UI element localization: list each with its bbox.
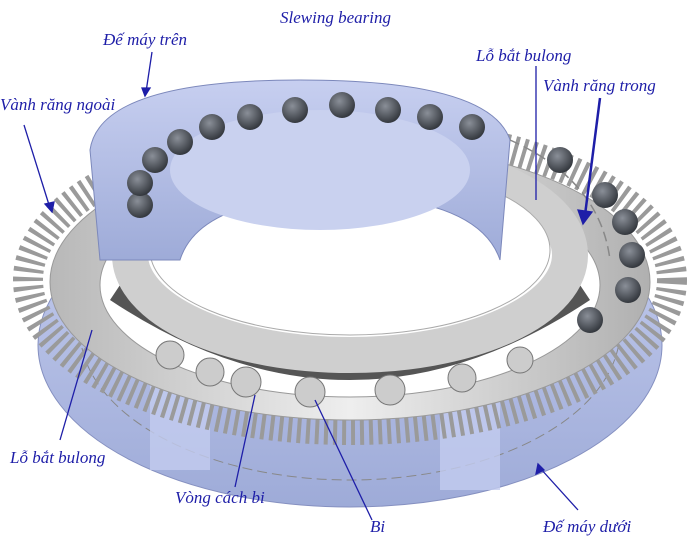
bolts <box>127 92 645 333</box>
label-bolt-hole-top: Lỗ bắt bulong <box>476 46 572 65</box>
label-inner-gear-ring: Vành răng trong <box>543 76 656 95</box>
label-upper-base: Đế máy trên <box>103 30 188 49</box>
leader-lines <box>23 51 602 521</box>
label-ball-cage: Vòng cách bi <box>175 488 265 507</box>
label-bolt-hole-bottom: Lỗ bắt bulong <box>10 448 106 467</box>
diagram-title: Slewing bearing <box>280 8 391 27</box>
label-lower-base: Đế máy dưới <box>543 517 632 536</box>
upper-base <box>89 79 611 261</box>
balls <box>155 340 534 408</box>
label-ball: Bi <box>370 517 386 536</box>
label-outer-gear-ring: Vành răng ngoài <box>0 95 116 114</box>
